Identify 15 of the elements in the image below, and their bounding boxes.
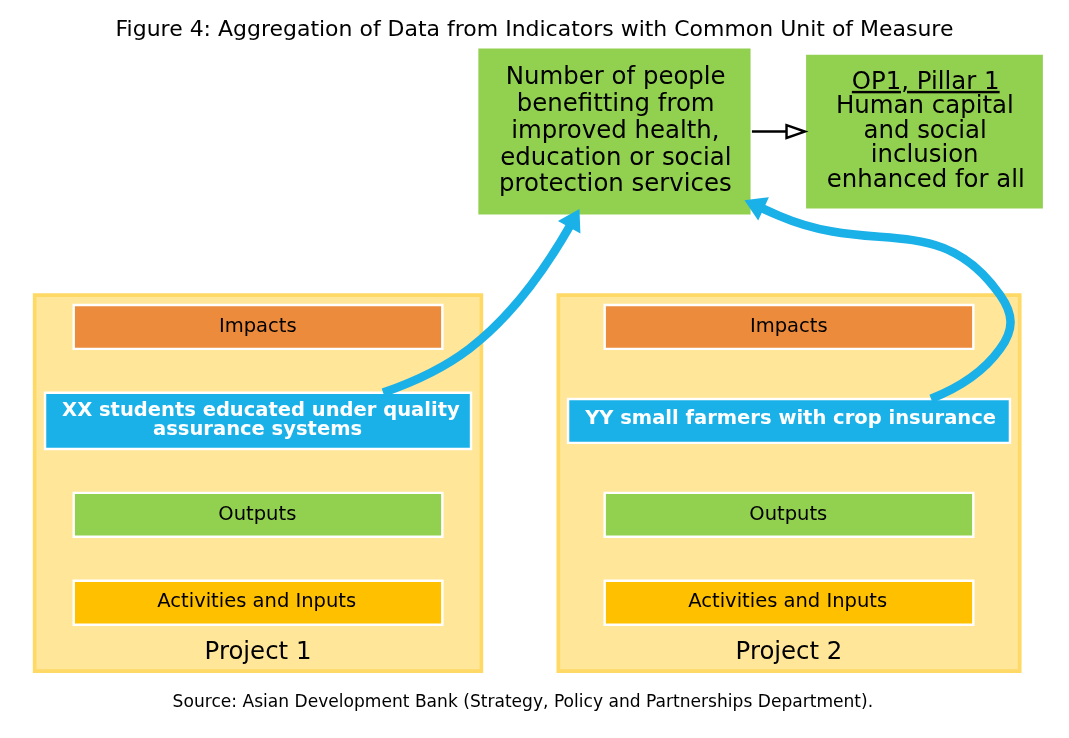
node-box: Outputs	[72, 491, 444, 539]
node-box: XX students educated under quality assurance systems	[43, 391, 473, 451]
arrow	[744, 197, 1015, 403]
node-box: Outputs	[603, 491, 975, 539]
diagram-title: Figure 4: Aggregation of Data from Indicators with Common Unit of Measure	[115, 15, 954, 41]
arrow	[381, 209, 581, 397]
arrow	[751, 123, 809, 140]
node-box: Activities and Inputs	[72, 579, 444, 626]
node-box: Activities and Inputs	[603, 579, 975, 626]
caption: Source: Asian Development Bank (Strategy, Policy and Partnerships Department).	[172, 691, 874, 712]
node-box: Impacts	[603, 303, 975, 351]
node-box: Number of people benefitting from improved health, education or social protection services	[475, 46, 753, 218]
node-box: Impacts	[72, 303, 444, 351]
node-box: YY small farmers with crop insurance	[566, 397, 1012, 445]
node-box: OP1, Pillar 1 Human capital and social inclusion enhanced for all	[803, 52, 1046, 211]
